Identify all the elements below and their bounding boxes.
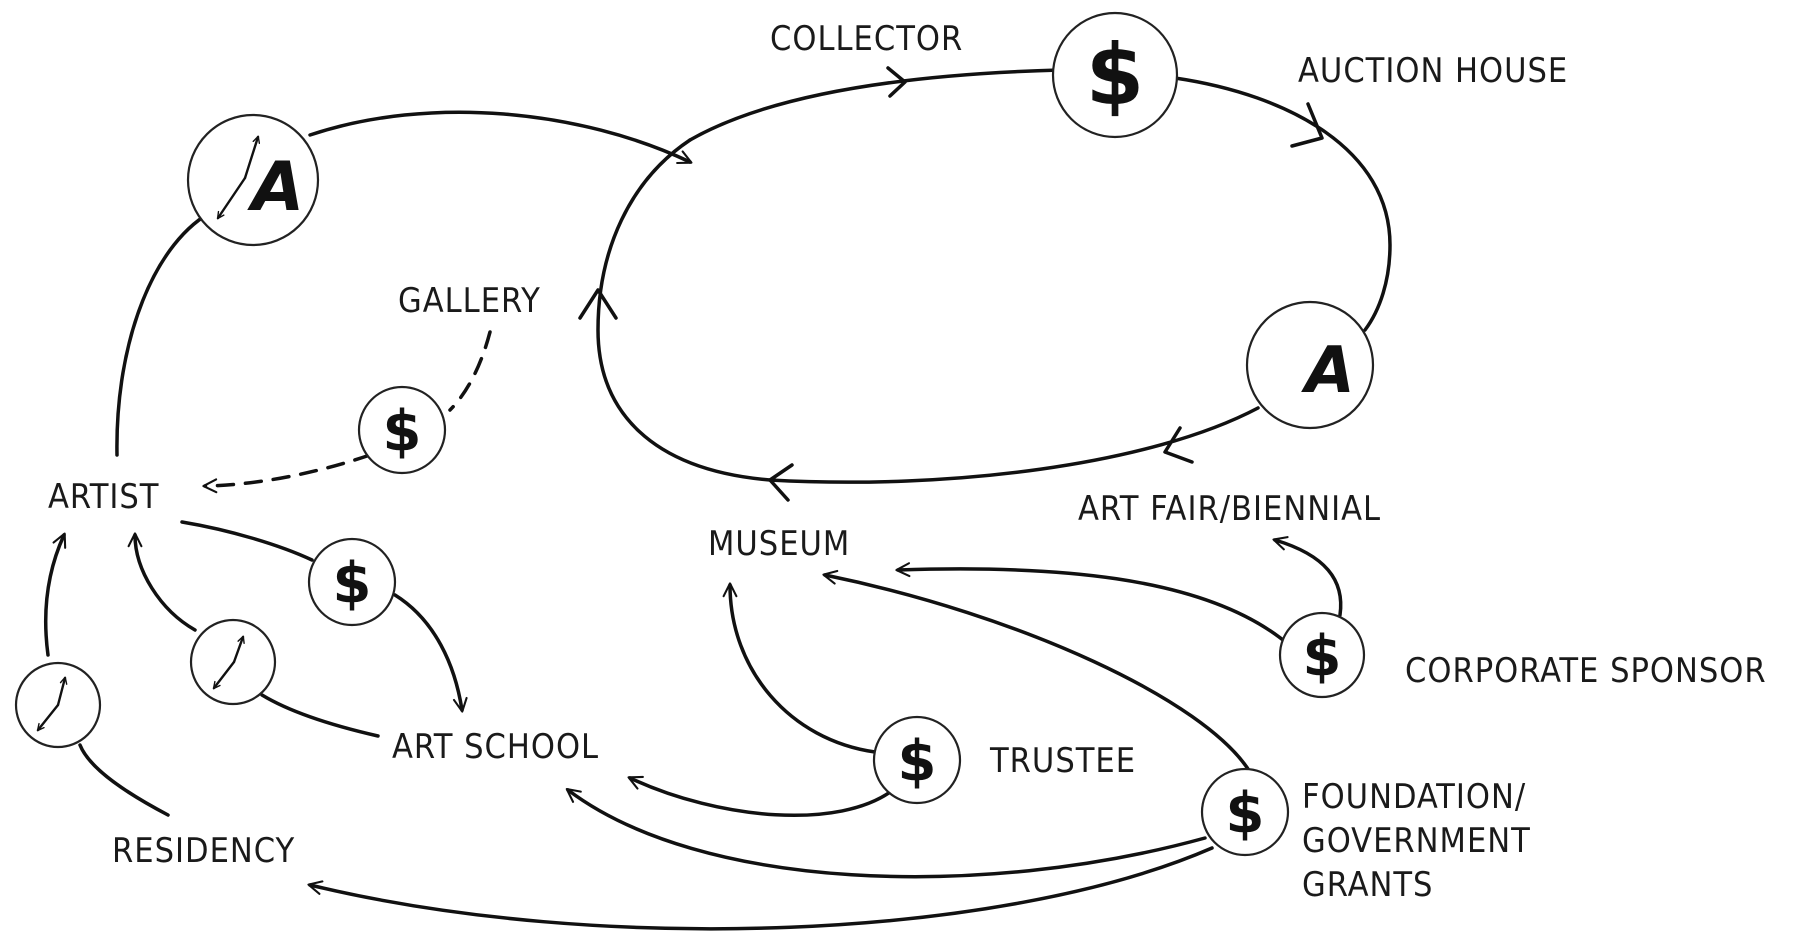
gallery-label: GALLERY <box>398 281 541 321</box>
dollar-icon: $ <box>1226 781 1265 846</box>
cycle-chevron-collector <box>886 66 907 98</box>
cycle-segment-top <box>688 68 1062 142</box>
collector-dollar-node: $ <box>1051 11 1179 139</box>
trustee-dollar-node: $ <box>872 715 962 805</box>
artist-label: ARTIST <box>48 477 160 517</box>
foundation-to-museum <box>822 569 1252 774</box>
cycle-chevron-gallery <box>578 288 618 320</box>
sponsor-to-artfair <box>1272 536 1343 617</box>
clock-icon <box>56 676 68 707</box>
artschool-to-artist-time <box>260 693 380 738</box>
trustee-to-museum <box>722 582 877 754</box>
cycle-segment-left <box>596 138 772 482</box>
artschool-time-node <box>189 618 277 706</box>
clock-hand <box>36 703 60 732</box>
corporate-sponsor-label: CORPORATE SPONSOR <box>1405 651 1767 691</box>
foundation-to-residency <box>307 846 1214 931</box>
trustee-to-artschool <box>627 775 895 817</box>
gallery-to-artist-dashed <box>448 330 492 412</box>
museum-label: MUSEUM <box>708 524 850 564</box>
cycle-chevron-artfair <box>1163 426 1194 464</box>
gallery-payment-to-artist-dashed <box>202 453 372 494</box>
dollar-icon: $ <box>1303 624 1342 689</box>
cycle-chevron-auction <box>1290 102 1324 148</box>
artist-to-collector-arc <box>115 110 690 457</box>
artist-artwork-node: A <box>186 113 320 247</box>
cycle-segment-top-right <box>1173 76 1392 332</box>
artfair-artwork-node: A <box>1245 300 1375 430</box>
time-to-artist-arrow <box>127 532 197 632</box>
artschool-payment-node: $ <box>307 537 397 627</box>
residency-label: RESIDENCY <box>112 831 295 871</box>
gallery-payment-node: $ <box>357 385 447 475</box>
clock-hand <box>212 660 236 690</box>
residency-to-time <box>78 743 170 817</box>
art-fair-label: ART FAIR/BIENNIAL <box>1078 489 1381 529</box>
artist-to-artschool-payment <box>180 520 314 562</box>
foundation-label-line1: FOUNDATION/ <box>1302 777 1526 817</box>
cycle-chevron-museum <box>768 463 794 502</box>
foundation-dollar-node: $ <box>1200 767 1290 857</box>
market-cycle <box>578 66 1392 502</box>
dollar-icon: $ <box>333 551 372 616</box>
clock-icon <box>243 135 261 180</box>
auction-house-label: AUCTION HOUSE <box>1298 51 1568 91</box>
foundation-to-artschool <box>565 787 1207 879</box>
artwork-icon: A <box>1300 334 1355 408</box>
art-school-label: ART SCHOOL <box>392 727 599 767</box>
payment-to-artschool-arrow <box>393 593 468 713</box>
clock-icon <box>232 635 245 664</box>
cycle-segment-right <box>768 406 1260 484</box>
dollar-icon: $ <box>383 399 422 464</box>
collector-label: COLLECTOR <box>770 19 963 59</box>
artwork-icon: A <box>247 148 305 227</box>
trustee-label: TRUSTEE <box>989 741 1136 781</box>
clock-hand <box>216 176 247 220</box>
sponsor-dollar-node: $ <box>1278 611 1366 699</box>
foundation-label-line3: GRANTS <box>1302 865 1433 905</box>
foundation-label-line2: GOVERNMENT <box>1302 821 1531 861</box>
sponsor-to-museum <box>895 562 1285 642</box>
residency-time-node <box>14 661 102 749</box>
residency-time-to-artist <box>43 532 67 657</box>
dollar-icon: $ <box>1086 26 1144 124</box>
dollar-icon: $ <box>898 729 937 794</box>
